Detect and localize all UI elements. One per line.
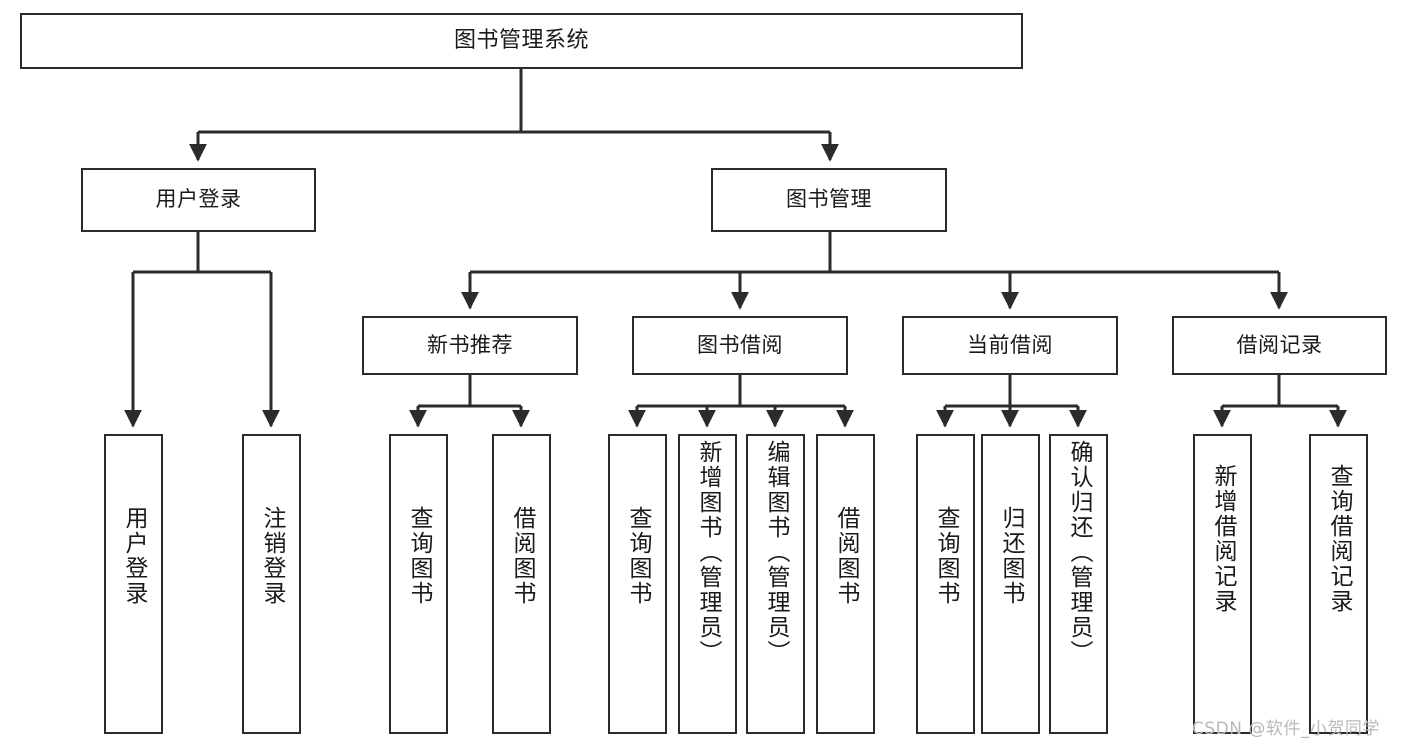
node-root[interactable]: 图书管理系统 (20, 13, 1023, 69)
node-leaf-add-book[interactable]: 新增图书（管理员） (678, 434, 737, 734)
node-leaf-user-logout[interactable]: 注销登录 (242, 434, 301, 734)
node-leaf-borrow-book-1[interactable]: 借阅图书 (492, 434, 551, 734)
node-book-borrow-label: 图书借阅 (697, 332, 783, 357)
node-new-book-rec[interactable]: 新书推荐 (362, 316, 578, 375)
node-leaf-query-book-1[interactable]: 查询图书 (389, 434, 448, 734)
node-borrow-record-label: 借阅记录 (1236, 332, 1323, 357)
node-book-borrow[interactable]: 图书借阅 (632, 316, 848, 375)
node-leaf-user-login[interactable]: 用户登录 (104, 434, 163, 734)
node-book-manage-label: 图书管理 (786, 187, 872, 212)
node-leaf-user-logout-label: 注销登录 (259, 506, 285, 606)
node-leaf-query-book-3-label: 查询图书 (933, 506, 959, 606)
node-leaf-borrow-book-2[interactable]: 借阅图书 (816, 434, 875, 734)
node-leaf-query-book-2-label: 查询图书 (625, 506, 651, 606)
node-leaf-borrow-book-2-label: 借阅图书 (833, 506, 859, 606)
node-current-borrow-label: 当前借阅 (967, 332, 1053, 357)
node-leaf-query-book-3[interactable]: 查询图书 (916, 434, 975, 734)
node-current-borrow[interactable]: 当前借阅 (902, 316, 1118, 375)
node-leaf-query-record[interactable]: 查询借阅记录 (1309, 434, 1368, 734)
node-leaf-query-book-1-label: 查询图书 (406, 506, 432, 606)
node-leaf-borrow-book-1-label: 借阅图书 (509, 506, 535, 606)
node-leaf-return-book[interactable]: 归还图书 (981, 434, 1040, 734)
node-leaf-return-book-label: 归还图书 (998, 506, 1024, 606)
node-leaf-add-record[interactable]: 新增借阅记录 (1193, 434, 1252, 734)
node-leaf-edit-book[interactable]: 编辑图书（管理员） (746, 434, 805, 734)
node-new-book-rec-label: 新书推荐 (427, 332, 513, 357)
csdn-watermark: CSDN @软件_小贺同学 (1192, 719, 1380, 739)
node-user-login-label: 用户登录 (155, 187, 242, 212)
node-leaf-confirm-return[interactable]: 确认归还（管理员） (1049, 434, 1108, 734)
node-user-login[interactable]: 用户登录 (81, 168, 316, 232)
node-leaf-user-login-label: 用户登录 (121, 506, 147, 606)
node-leaf-query-record-label: 查询借阅记录 (1326, 464, 1352, 614)
node-leaf-add-record-label: 新增借阅记录 (1210, 464, 1236, 614)
node-leaf-edit-book-label: 编辑图书（管理员） (763, 440, 789, 665)
node-leaf-query-book-2[interactable]: 查询图书 (608, 434, 667, 734)
node-borrow-record[interactable]: 借阅记录 (1172, 316, 1387, 375)
node-book-manage[interactable]: 图书管理 (711, 168, 947, 232)
node-leaf-confirm-return-label: 确认归还（管理员） (1066, 440, 1092, 665)
node-leaf-add-book-label: 新增图书（管理员） (695, 440, 721, 665)
node-root-label: 图书管理系统 (453, 27, 589, 53)
